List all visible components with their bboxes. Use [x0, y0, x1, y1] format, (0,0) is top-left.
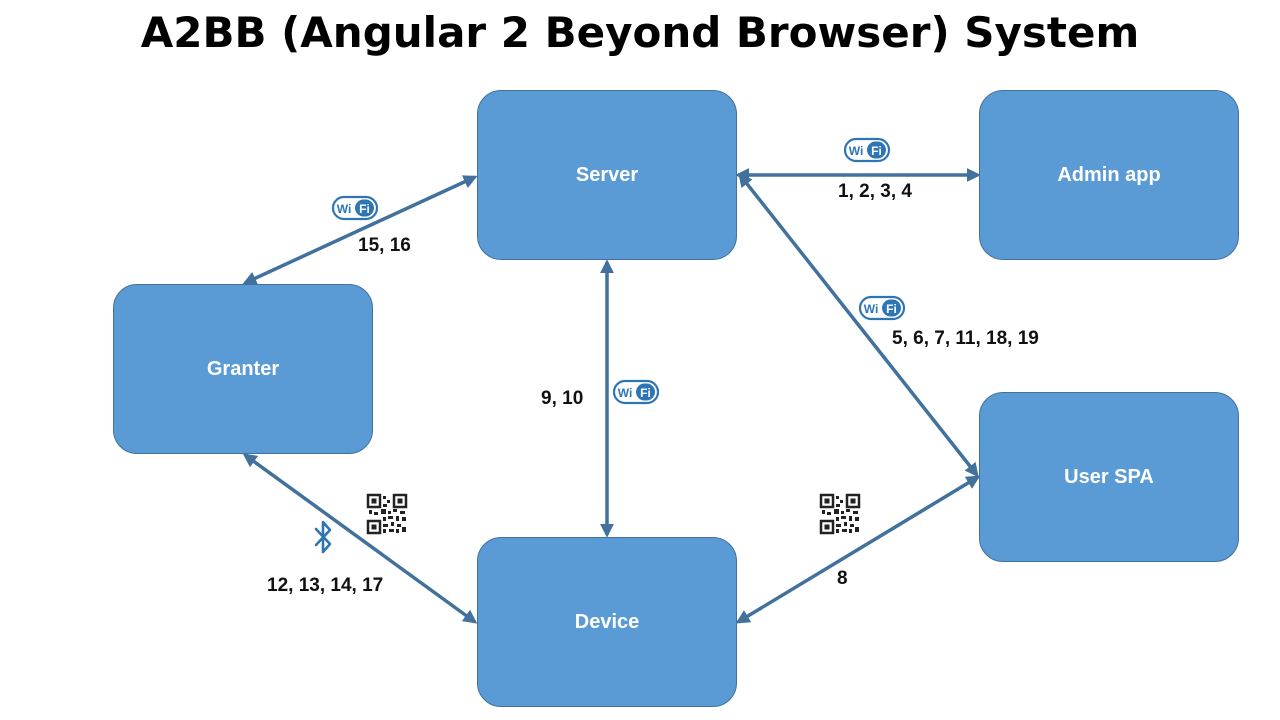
server-node: Server — [477, 90, 737, 260]
edge-label-server-device: 9, 10 — [541, 388, 584, 409]
diagram-title: A2BB (Angular 2 Beyond Browser) System — [140, 8, 1140, 57]
svg-text:Fi: Fi — [359, 202, 370, 216]
wifi-icon: Wi Fi — [858, 295, 906, 321]
connector-granter-server — [242, 175, 478, 285]
user-spa-node-label: User SPA — [1064, 465, 1154, 488]
svg-text:Fi: Fi — [871, 144, 882, 158]
edge-label-device-user: 8 — [837, 568, 848, 589]
connector-server-user — [738, 172, 979, 478]
bluetooth-icon — [314, 520, 332, 554]
svg-text:Fi: Fi — [640, 386, 651, 400]
svg-text:Wi: Wi — [337, 202, 352, 216]
edge-label-server-admin: 1, 2, 3, 4 — [838, 181, 912, 202]
wifi-icon: Wi Fi — [843, 137, 891, 163]
svg-text:Fi: Fi — [886, 302, 897, 316]
connector-device-user — [735, 475, 981, 624]
qr-code-icon — [365, 492, 409, 536]
connector-granter-device — [242, 453, 478, 624]
granter-node-label: Granter — [206, 357, 280, 380]
admin-app-node: Admin app — [979, 90, 1239, 260]
granter-node: Granter — [113, 284, 373, 454]
device-node-label: Device — [574, 610, 640, 633]
edge-label-server-user: 5, 6, 7, 11, 18, 19 — [892, 328, 1039, 349]
svg-text:Wi: Wi — [618, 386, 633, 400]
svg-text:Wi: Wi — [849, 144, 864, 158]
svg-text:Wi: Wi — [864, 302, 879, 316]
user-spa-node: User SPA — [979, 392, 1239, 562]
server-node-label: Server — [575, 163, 639, 186]
wifi-icon: Wi Fi — [612, 379, 660, 405]
edge-label-granter-server: 15, 16 — [358, 235, 411, 256]
device-node: Device — [477, 537, 737, 707]
admin-app-node-label: Admin app — [1057, 163, 1161, 186]
wifi-icon: Wi Fi — [331, 195, 379, 221]
edge-label-granter-device: 12, 13, 14, 17 — [267, 575, 384, 596]
qr-code-icon — [818, 492, 862, 536]
